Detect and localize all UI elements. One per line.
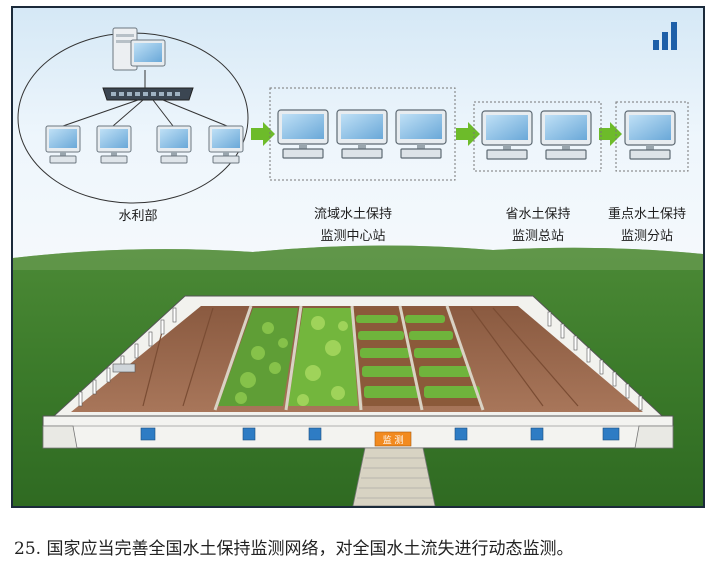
crop-strip bbox=[288, 308, 358, 406]
monitoring-sign-text: 监 测 bbox=[383, 434, 404, 446]
computer-icon bbox=[395, 109, 447, 159]
crop-rows bbox=[405, 315, 480, 398]
illustration: 监 测 水利部 流域水土保持 监测中心站 省水土保持 监测总站 重点水土保持 监… bbox=[11, 6, 705, 508]
computer-icon bbox=[540, 110, 592, 160]
computer-icon bbox=[336, 109, 388, 159]
computer-icon bbox=[481, 110, 533, 160]
key-station-box bbox=[615, 101, 689, 172]
crop-rows bbox=[356, 315, 420, 398]
front-stairs bbox=[352, 447, 436, 506]
province-station-label-line1: 省水土保持 bbox=[505, 207, 571, 222]
key-station-label-line2: 监测分站 bbox=[620, 229, 673, 244]
computer-icon bbox=[45, 125, 81, 164]
arrow-right-icon bbox=[251, 122, 275, 146]
basin-station-box bbox=[269, 87, 456, 181]
furrow-lines bbox=[142, 307, 579, 407]
collection-tanks bbox=[140, 427, 620, 441]
computer-icon bbox=[208, 125, 244, 164]
network-links bbox=[62, 99, 228, 127]
computer-icon bbox=[277, 109, 329, 159]
key-station-label-line1: 重点水土保持 bbox=[607, 207, 686, 222]
province-station-label-line2: 监测总站 bbox=[511, 229, 564, 244]
fence-posts bbox=[78, 307, 643, 411]
computer-icon bbox=[156, 125, 192, 164]
basin-center-label-line2: 监测中心站 bbox=[320, 229, 386, 244]
monitoring-network-diagram: 监 测 bbox=[13, 8, 703, 506]
server-icon bbox=[112, 27, 166, 71]
province-station-box bbox=[473, 101, 602, 172]
caption-text: 25. 国家应当完善全国水土保持监测网络，对全国水土流失进行动态监测。 bbox=[14, 539, 574, 559]
signal-bars-icon bbox=[653, 22, 677, 50]
computer-icon bbox=[624, 110, 676, 160]
basin-center-label-line1: 流域水土保持 bbox=[313, 207, 392, 222]
arrow-right-icon bbox=[599, 122, 622, 146]
ministry-label: 水利部 bbox=[118, 209, 158, 224]
network-switch-icon bbox=[102, 87, 194, 101]
front-wall bbox=[42, 415, 674, 449]
computer-icon bbox=[96, 125, 132, 164]
monitoring-sign bbox=[374, 431, 412, 447]
